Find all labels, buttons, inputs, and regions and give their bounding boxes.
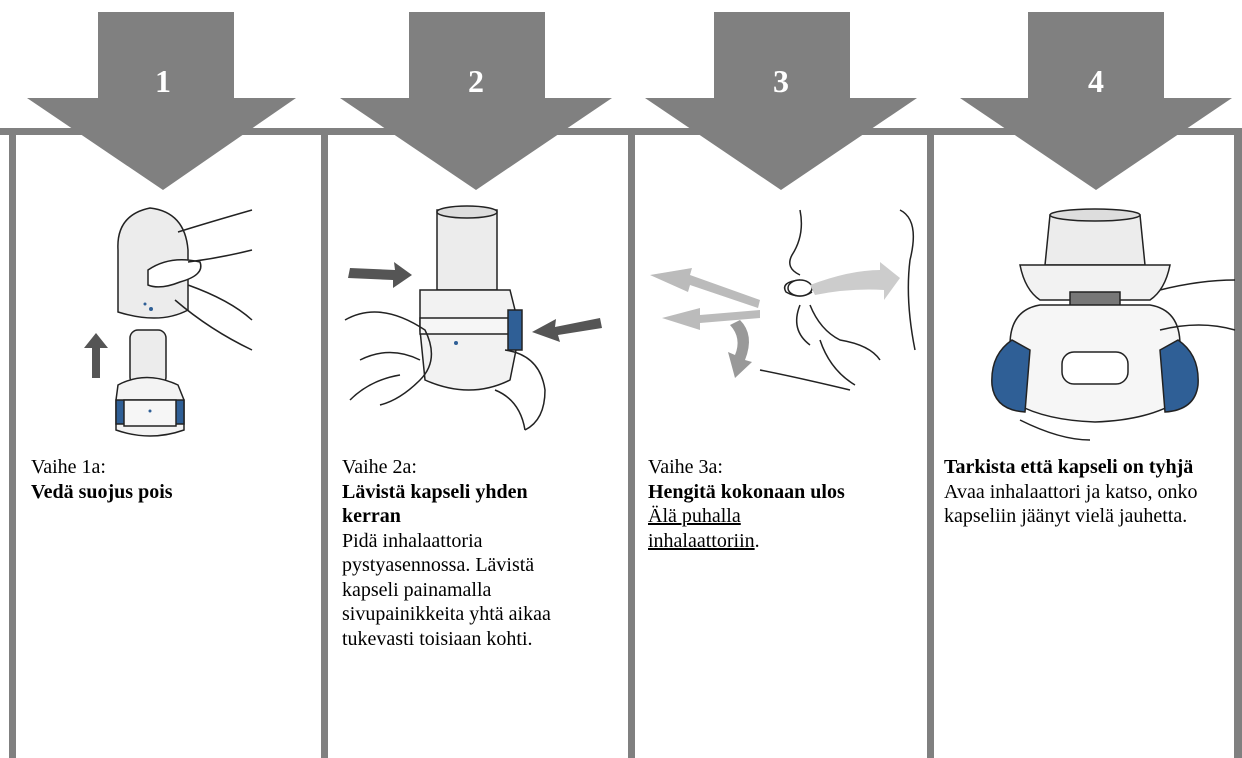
step-arrow-2: 2 [340, 12, 612, 190]
column-divider [321, 128, 328, 758]
step-arrow-4: 4 [960, 12, 1232, 190]
step-1-text: Vaihe 1a: Vedä suojus pois [31, 455, 311, 504]
step-arrow-3: 3 [645, 12, 917, 190]
column-divider [9, 128, 16, 758]
remove-cap-illustration [84, 208, 252, 436]
step-heading: Lävistä kapseli yhden kerran [342, 480, 557, 529]
step-number: 1 [155, 63, 171, 99]
warning-period: . [755, 530, 760, 552]
step-label: Vaihe 2a: [342, 455, 557, 480]
step-heading: Tarkista että kapseli on tyhjä [944, 455, 1229, 480]
step-number: 2 [468, 63, 484, 99]
step-4-text: Tarkista että kapseli on tyhjä Avaa inha… [944, 455, 1229, 529]
column-divider [1234, 128, 1242, 758]
step-2-text: Vaihe 2a: Lävistä kapseli yhden kerran P… [342, 455, 557, 651]
step-label: Vaihe 1a: [31, 455, 311, 480]
check-capsule-illustration [992, 209, 1235, 440]
step-heading: Hengitä kokonaan ulos [648, 480, 918, 505]
step-3-text: Vaihe 3a: Hengitä kokonaan ulos Älä puha… [648, 455, 918, 553]
step-arrow-1: 1 [27, 12, 296, 190]
step-number: 3 [773, 63, 789, 99]
step-body: Avaa inhalaattori ja katso, onko kapseli… [944, 480, 1229, 529]
step-label: Vaihe 3a: [648, 455, 918, 480]
step-number: 4 [1088, 63, 1104, 99]
column-divider [628, 128, 635, 758]
step-body: Pidä inhalaattoria pystyasennossa. Lävis… [342, 529, 557, 652]
pierce-capsule-illustration [345, 206, 602, 430]
warning-link[interactable]: Älä puhalla inhalaattoriin [648, 505, 755, 552]
column-divider [927, 128, 934, 758]
step-heading: Vedä suojus pois [31, 480, 311, 505]
breathe-out-illustration [650, 210, 915, 390]
step-body: Älä puhalla inhalaattoriin. [648, 504, 808, 553]
